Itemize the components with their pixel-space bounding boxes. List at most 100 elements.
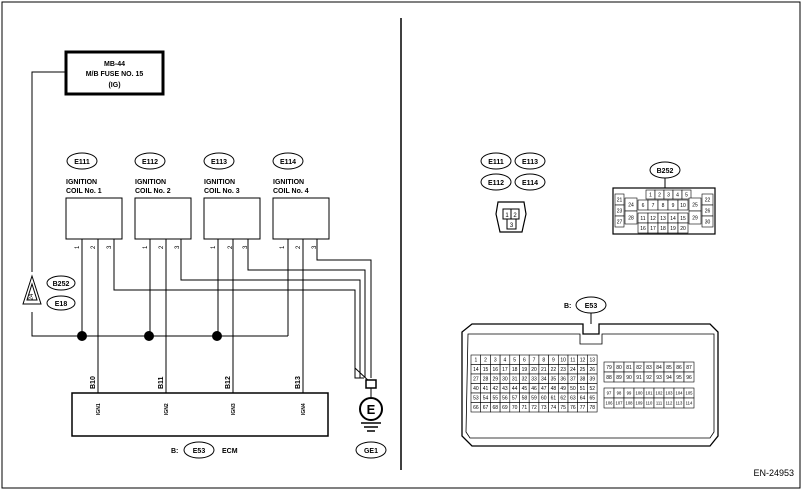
e53-left-pin: 25	[580, 367, 586, 373]
e53-left-cell	[587, 402, 598, 413]
coil-connector-pin-2: 2	[513, 213, 517, 219]
coil-connector-pin-3: 3	[510, 223, 514, 229]
e53-left-pin: 17	[502, 367, 508, 373]
b252-row3-pin: 11	[640, 216, 645, 222]
e53-right-top-pin: 80	[616, 365, 622, 371]
e53-left-pin: 56	[502, 396, 508, 402]
e53-right-bottom-pin: 99	[627, 390, 632, 395]
e53-left-pin: 7	[533, 358, 536, 364]
e53-right-top-pin: 95	[676, 375, 682, 381]
e53-right-top-pin: 88	[606, 375, 612, 381]
e53-right-top-pin: 85	[666, 365, 672, 371]
e53-left-pin: 54	[483, 396, 489, 402]
e53-left-pin: 61	[551, 396, 557, 402]
e53-left-pin: 9	[552, 358, 555, 364]
e53-left-pin: 72	[531, 405, 537, 411]
e53-left-pin: 78	[589, 405, 595, 411]
e53-right-top-pin: 81	[626, 365, 632, 371]
e53-left-pin: 29	[492, 377, 498, 383]
coil-supply-wires	[77, 239, 289, 341]
splice-point	[144, 331, 154, 341]
coil-4-pin-2: 2	[296, 245, 302, 249]
fuse-line1: MB-44	[104, 61, 125, 68]
e53-right-bottom-pin: 107	[616, 400, 624, 405]
junction-connector-symbol: 24	[22, 274, 42, 305]
fuse-box: MB-44 M/B FUSE NO. 15 (IG)	[64, 50, 165, 96]
e53-left-pin: 73	[541, 405, 547, 411]
e53-left-pin: 67	[483, 405, 489, 411]
e53-left-pin: 19	[522, 367, 528, 373]
e53-right-top-pin: 91	[636, 375, 642, 381]
fuse-line2: M/B FUSE NO. 15	[86, 71, 144, 78]
b252-row4-pin: 18	[660, 226, 666, 232]
junction-connector-b252: B252	[46, 275, 76, 291]
e53-left-pin: 42	[492, 386, 498, 392]
ecm-pin-name-4: IGN4	[301, 403, 307, 415]
e53-left-pin: 69	[502, 405, 508, 411]
ecm-terminal-2: B11	[158, 376, 165, 389]
b252-right-pin: 26	[705, 208, 711, 214]
e53-left-pin: 74	[551, 405, 557, 411]
e53-right-top-pin: 82	[636, 365, 642, 371]
e53-left-pin: 41	[483, 386, 489, 392]
b252-right-pin: 22	[705, 197, 711, 203]
b252-row1-pin: 2	[658, 192, 661, 198]
coil-1-label-line2: COIL No. 1	[66, 188, 102, 195]
e53-left-pin: 37	[570, 377, 576, 383]
ecm-pin-name-3: IGN3	[231, 403, 237, 415]
coil-connector-label-1: E111	[488, 159, 504, 166]
e53-left-pin: 33	[531, 377, 537, 383]
coil-4-connector: E114	[280, 159, 296, 166]
ecm-caption: B: E53 ECM	[171, 441, 238, 459]
e53-right-top-pin: 93	[656, 375, 662, 381]
ecm-connector: E53	[193, 448, 206, 455]
junction-pin: 24	[29, 293, 35, 300]
e53-left-pin: 3	[494, 358, 497, 364]
coil-3-label-line1: IGNITION	[204, 179, 235, 186]
e53-right-bottom-pin: 108	[626, 400, 634, 405]
e53-left-pin: 65	[589, 396, 595, 402]
junction-label-b: E18	[55, 301, 68, 308]
coil-connector-label-3: E112	[488, 180, 504, 187]
e53-left-pin: 60	[541, 396, 547, 402]
e53-right-top-pin: 90	[626, 375, 632, 381]
coil-4-pin-1: 1	[280, 245, 286, 249]
e53-left-pin: 59	[531, 396, 537, 402]
e53-left-pin: 48	[551, 386, 557, 392]
b252-row3-pin: 15	[680, 216, 686, 222]
e53-left-pin: 22	[551, 367, 557, 373]
e53-left-pin: 32	[522, 377, 528, 383]
b252-left-cell	[614, 215, 625, 228]
coil-connector-label-4: E114	[522, 180, 538, 187]
fuse-line3: (IG)	[108, 82, 120, 89]
junction-label-a: B252	[53, 281, 70, 288]
b252-row4-pin: 16	[640, 226, 646, 232]
b252-row1-cell	[681, 189, 692, 200]
b252-right-pin: 30	[705, 219, 711, 225]
e53-left-pin: 63	[570, 396, 576, 402]
coil-3-label-line2: COIL No. 3	[204, 188, 240, 195]
e53-right-top-pin: 84	[656, 365, 662, 371]
e53-left-pin: 77	[580, 405, 586, 411]
e53-left-pin: 40	[473, 386, 479, 392]
e53-right-bottom-pin: 112	[666, 400, 673, 405]
ecm-terminal-4: B13	[295, 376, 302, 389]
e53-left-pin: 5	[513, 358, 516, 364]
b252-row2-cell	[677, 199, 689, 211]
b252-row3-pin: 14	[670, 216, 676, 222]
e53-right-top-pin: 92	[646, 375, 652, 381]
e53-left-pin: 44	[512, 386, 518, 392]
e53-label-text: E53	[585, 303, 598, 310]
b252-row2-pin: 6	[642, 203, 645, 209]
ecm-terminal-3: B12	[225, 376, 232, 389]
e53-right-bottom-pin: 101	[646, 390, 654, 395]
e53-left-pin: 13	[589, 358, 595, 364]
e53-left-pin: 49	[560, 386, 566, 392]
coil-connector-pin-1: 1	[505, 213, 509, 219]
coil-1-pin-2: 2	[91, 245, 97, 249]
e53-left-pin: 35	[551, 377, 557, 383]
e53-right-top-pin: 86	[676, 365, 682, 371]
ignition-coil-2: E112 IGNITION COIL No. 2 1 2 3	[134, 152, 192, 249]
coil-signal-wires	[97, 239, 304, 393]
